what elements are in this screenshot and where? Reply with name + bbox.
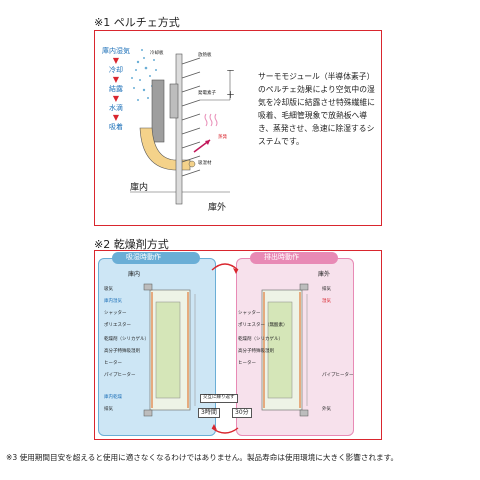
cooling-plate-shape (151, 79, 165, 143)
heat-sink-fins (181, 57, 201, 177)
flow-step: 庫内湿気 (102, 47, 130, 55)
peltier-flow: 庫内湿気 ▼ 冷却 ▼ 結露 ▼ 水滴 ▼ 吸着 (96, 48, 136, 131)
absorb-label: パイプヒーター (104, 373, 136, 378)
exhaust-label: 外気 (322, 407, 331, 412)
plus-label: ＋ (226, 91, 236, 101)
cycle-arrows (211, 263, 239, 434)
heat-sink-label: 放熱板 (198, 53, 212, 58)
exhaust-label: 乾燥剤（シリカゲル） (238, 337, 283, 342)
inside-label: 庫内 (130, 183, 149, 193)
evaporation-label: 蒸発 (218, 135, 227, 140)
exhaust-device (261, 283, 309, 417)
element-label: 発電素子 (198, 91, 216, 96)
exhaust-label: パイプヒーター (322, 373, 354, 378)
exhaust-outside-label: 庫外 (318, 271, 331, 278)
absorb-label: 庫内乾燥 (104, 395, 122, 400)
absorb-label: シャッター (104, 311, 127, 316)
cycle-note: 交互に繰り返す (200, 394, 238, 403)
section1-box (94, 30, 382, 226)
cooling-plate-label: 冷却板 (150, 51, 164, 56)
down-arrow-icon: ▼ (112, 113, 120, 122)
exhaust-label: 排気 (322, 287, 331, 292)
section2-box (94, 250, 382, 440)
outside-label: 庫外 (208, 203, 227, 213)
absorb-label: 乾燥剤（シリカゲル） (104, 337, 149, 342)
exhaust-label: ポリエスター（無酸素） (238, 323, 288, 328)
flow-step: 結露 (109, 85, 123, 93)
down-arrow-icon: ▼ (112, 75, 120, 84)
absorb-label: 排気 (104, 407, 113, 412)
evaporation-waves (204, 113, 218, 127)
exhaust-label: シャッター (238, 311, 261, 316)
absorb-label: ヒーター (104, 361, 122, 366)
absorb-label: 高分子特殊吸湿剤 (104, 349, 140, 354)
section1-title: ※1 ペルチェ方式 (94, 16, 180, 29)
absorbent-label: 吸湿材 (198, 161, 212, 166)
exhaust-label: 高分子特殊吸湿剤 (238, 349, 274, 354)
absorb-inside-label: 庫内 (128, 271, 141, 278)
flow-step: 吸着 (109, 123, 123, 131)
footnote: ※3 使用期間目安を超えると使用に適さなくなるわけではありません。製品寿命は使用… (6, 453, 399, 462)
peltier-description: サーモモジュール（半導体素子）のペルチェ効果により空気中の湿気を冷却版に結露させ… (258, 72, 375, 146)
section2-title: ※2 乾燥剤方式 (94, 238, 169, 251)
down-arrow-icon: ▼ (112, 94, 120, 103)
element-shape (169, 83, 179, 119)
absorb-label: 庫内湿気 (104, 299, 122, 304)
flow-step: 水滴 (109, 104, 123, 112)
exhaust-label: 湿気 (322, 299, 331, 304)
absorb-header (112, 252, 200, 264)
minus-label: － (226, 67, 236, 77)
exhaust-header (250, 252, 338, 264)
absorb-label: ポリエスター (104, 323, 131, 328)
peltier-diagram (130, 49, 231, 205)
absorb-label: 吸気 (104, 287, 113, 292)
absorb-device (143, 283, 196, 417)
absorb-header-label: 吸湿時動作 (126, 253, 161, 261)
wall-shape (175, 53, 183, 205)
exhaust-label: ヒーター (238, 361, 256, 366)
absorbent-shape (139, 127, 191, 171)
down-arrow-icon: ▼ (112, 56, 120, 65)
flow-step: 冷却 (109, 66, 123, 74)
cycle-left-time: 3時間 (198, 408, 220, 418)
moisture-dots (131, 49, 157, 101)
exhaust-header-label: 排出時動作 (264, 253, 299, 261)
cycle-right-time: 30分 (232, 408, 252, 418)
